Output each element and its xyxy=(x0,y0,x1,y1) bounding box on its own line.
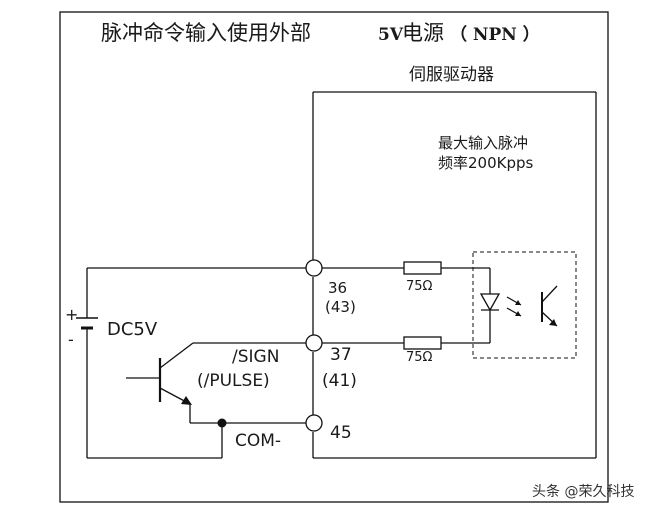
sign-label: /SIGN xyxy=(232,347,279,367)
com-label: COM- xyxy=(235,431,281,451)
resistor-bottom-label: 75Ω xyxy=(406,350,433,365)
light-arrow-2-head xyxy=(515,311,521,316)
plus-sign: + xyxy=(65,305,78,324)
title-voltage: 5V xyxy=(378,25,404,45)
transistor-collector xyxy=(159,342,194,369)
title-main: 脉冲命令输入使用外部 xyxy=(101,21,311,45)
optocoupler-box xyxy=(472,251,577,359)
resistor-bottom xyxy=(403,336,442,350)
phototransistor-collector xyxy=(541,285,558,303)
title-type: （ NPN ） xyxy=(450,24,540,45)
led-triangle xyxy=(479,293,501,312)
pin-36-label: 36 xyxy=(328,279,347,297)
max-input-line1: 最大输入脉冲 xyxy=(438,134,528,152)
diagram-border xyxy=(59,11,609,503)
junction-dot xyxy=(217,418,227,428)
terminal-37 xyxy=(305,334,323,352)
pin-43-label: (43) xyxy=(325,298,356,316)
resistor-top-label: 75Ω xyxy=(406,279,433,294)
transistor-emitter-arrow xyxy=(181,396,192,405)
watermark: 头条 @荣久科技 xyxy=(532,483,634,500)
pin-45-label: 45 xyxy=(330,423,352,443)
pin-41-label: (41) xyxy=(322,371,357,391)
minus-sign: - xyxy=(68,330,74,349)
phototransistor-arrow xyxy=(549,319,557,326)
pulse-label: (/PULSE) xyxy=(197,371,270,391)
resistor-top xyxy=(403,261,442,275)
title-power: 电源 xyxy=(402,21,444,45)
light-arrow-1-head xyxy=(515,300,521,305)
servo-drive-label: 伺服驱动器 xyxy=(409,65,494,85)
max-input-line2: 频率200Kpps xyxy=(438,154,534,172)
terminal-36 xyxy=(305,259,323,277)
dc-voltage-label: DC5V xyxy=(107,319,158,340)
pin-37-label: 37 xyxy=(330,345,352,365)
terminal-45 xyxy=(305,414,323,432)
